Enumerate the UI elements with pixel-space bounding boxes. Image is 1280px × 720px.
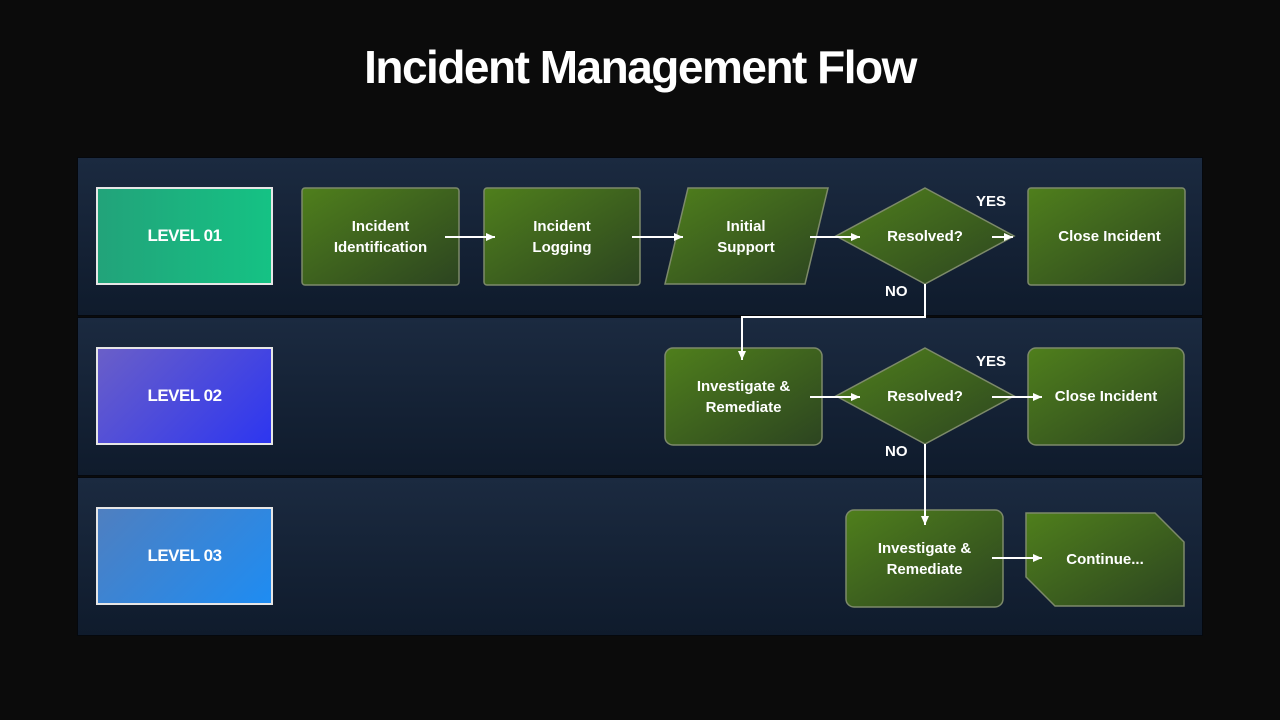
level-01-close-incident-label: Close Incident bbox=[1058, 228, 1161, 245]
level-03-investigate-label: Investigate & Remediate bbox=[877, 539, 972, 578]
level-02-yes-label: YES bbox=[976, 353, 1007, 370]
level-01-yes-label: YES bbox=[976, 193, 1007, 210]
incident-identification-label: Incident Identification bbox=[333, 217, 428, 256]
level-02-close-incident-label: Close Incident bbox=[1054, 388, 1158, 405]
page-title: Incident Management Flow bbox=[364, 41, 917, 93]
level-02-label: LEVEL 02 bbox=[96, 347, 273, 445]
arrow-decision-01-no-to-investigate bbox=[738, 284, 926, 360]
incident-logging-label: Incident Logging bbox=[532, 217, 592, 256]
level-01-label: LEVEL 01 bbox=[96, 187, 273, 285]
level-01-decision-label: Resolved? bbox=[887, 228, 963, 245]
level-01-no-label: NO bbox=[885, 283, 908, 300]
level-01-close-incident-node bbox=[1027, 187, 1186, 286]
continue-label: Continue... bbox=[1066, 551, 1144, 568]
level-02-no-label: NO bbox=[885, 443, 908, 460]
initial-support-label: Initial Support bbox=[717, 217, 775, 256]
level-02-decision-label: Resolved? bbox=[887, 388, 963, 405]
initial-support-node bbox=[664, 187, 829, 285]
level-02-investigate-label: Investigate & Remediate bbox=[696, 377, 791, 416]
level-03-label: LEVEL 03 bbox=[96, 507, 273, 605]
continue-node bbox=[1025, 512, 1185, 607]
